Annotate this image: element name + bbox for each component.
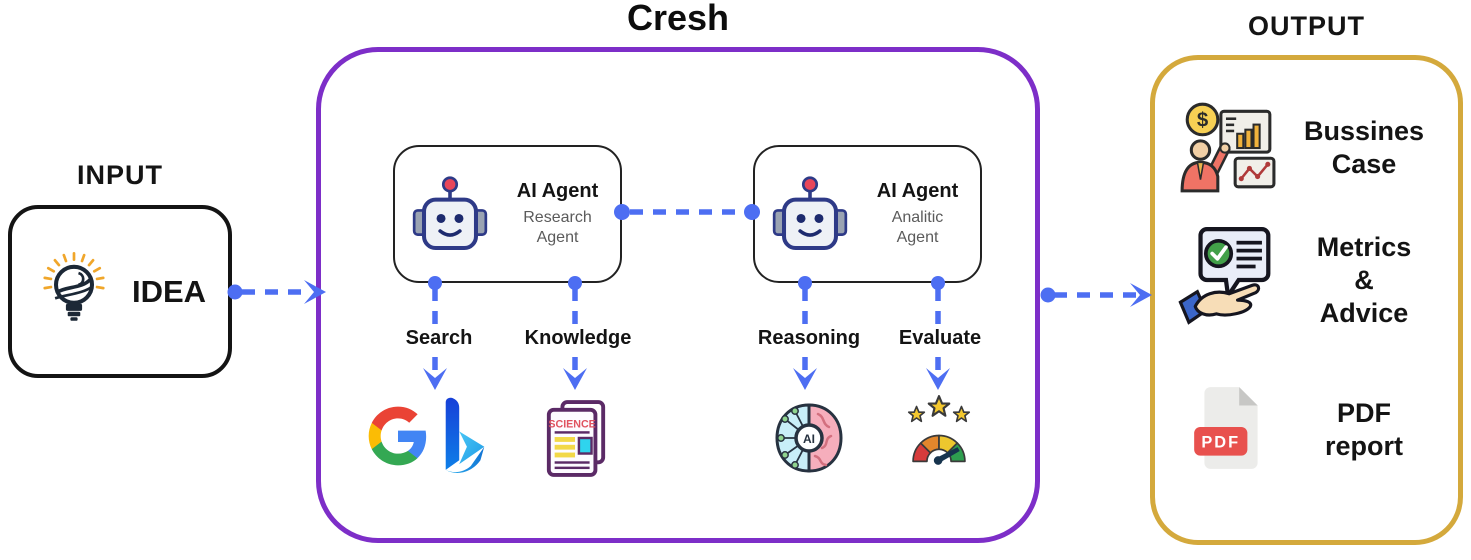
output-item-metrics: Metrics & Advice: [1284, 231, 1444, 330]
business-line2: Case: [1331, 148, 1397, 179]
ai-text: AI: [803, 432, 815, 446]
rating-gauge-icon: [907, 395, 971, 465]
robot-icon: [412, 176, 488, 251]
business-line1: Bussines: [1303, 116, 1425, 146]
business-case-icon: $: [1180, 102, 1276, 193]
dollar-sign: $: [1197, 110, 1209, 132]
science-journal-icon: SCIENCE: [546, 400, 606, 477]
idea-lightbulb-icon: [43, 251, 105, 321]
input-idea-box: IDEA: [8, 205, 232, 378]
pdf-badge-text: PDF: [1201, 433, 1240, 451]
reasoning-label: Reasoning: [752, 326, 866, 351]
google-logo-icon: [368, 406, 427, 466]
output-section-label: OUTPUT: [1248, 11, 1365, 41]
pdf-line1: PDF: [1337, 398, 1391, 428]
output-item-business: Bussines Case: [1284, 115, 1444, 181]
input-section-label: INPUT: [77, 160, 163, 190]
metrics-advice-icon: [1178, 227, 1271, 325]
cresh-title: Cresh: [626, 0, 730, 38]
bing-logo-icon: [445, 397, 485, 473]
evaluate-label: Evaluate: [893, 326, 987, 351]
agent-title: AI Agent: [516, 179, 599, 202]
knowledge-label: Knowledge: [519, 326, 637, 351]
metrics-line1: Metrics: [1316, 232, 1412, 262]
analitic-agent-card: AI Agent Analitic Agent: [753, 145, 982, 283]
pdf-line2: report: [1324, 430, 1403, 461]
idea-label: IDEA: [132, 273, 207, 309]
research-agent-card: AI Agent Research Agent: [393, 145, 622, 283]
pdf-file-icon: PDF: [1194, 387, 1258, 469]
ai-brain-icon: AI: [775, 403, 843, 473]
science-text: SCIENCE: [548, 418, 595, 430]
metrics-line3: Advice: [1319, 297, 1409, 328]
robot-icon: [772, 176, 848, 251]
search-label: Search: [400, 326, 478, 351]
agent-subtitle-line2: Agent: [896, 229, 939, 246]
agent-subtitle-line1: Analitic: [891, 208, 944, 226]
agent-subtitle-line1: Research: [523, 208, 592, 226]
agent-subtitle-line2: Agent: [536, 229, 579, 246]
metrics-line2: &: [1354, 264, 1374, 295]
output-item-pdf: PDF report: [1284, 397, 1444, 463]
agent-title: AI Agent: [876, 179, 959, 202]
